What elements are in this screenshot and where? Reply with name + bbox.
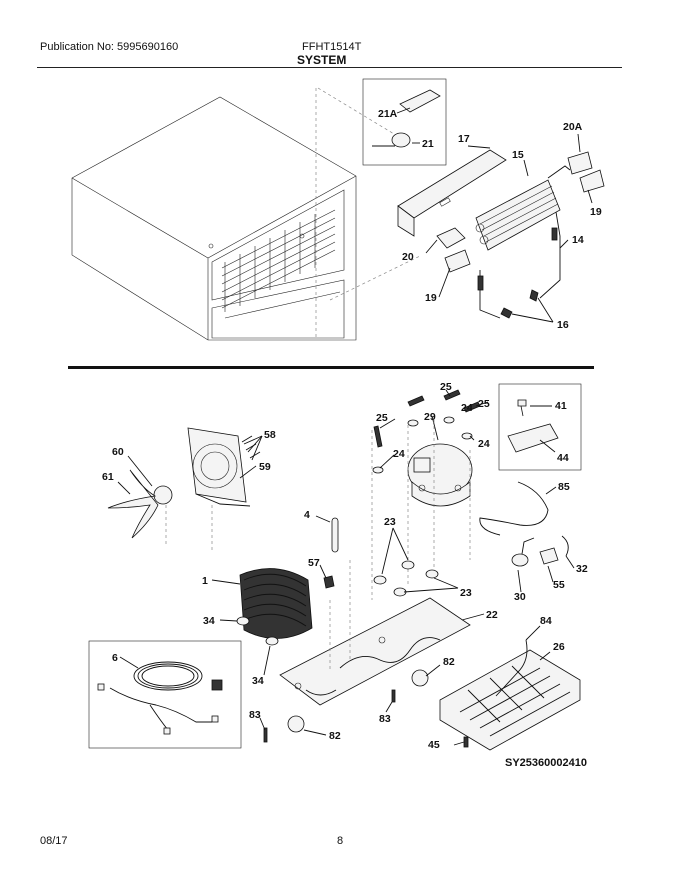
callout-1: 1 xyxy=(202,575,208,587)
callout-29: 29 xyxy=(424,411,436,423)
callout-60: 60 xyxy=(112,446,124,458)
callout-57: 57 xyxy=(308,557,320,569)
section-title: SYSTEM xyxy=(297,53,347,67)
callout-83-left: 83 xyxy=(249,709,261,721)
inset-21-box xyxy=(362,78,447,166)
callout-21: 21 xyxy=(422,138,434,150)
callout-24-top: 24 xyxy=(461,402,473,414)
dryer-and-clip xyxy=(323,517,339,589)
right-small-parts xyxy=(479,481,569,567)
model-number: FFHT1514T xyxy=(302,41,362,53)
callout-61: 61 xyxy=(102,471,114,483)
callout-23-bottom: 23 xyxy=(460,587,472,599)
header-rule xyxy=(37,67,622,68)
cabinet-illustration xyxy=(71,96,357,341)
callout-15: 15 xyxy=(512,149,524,161)
callout-17: 17 xyxy=(458,133,470,145)
condenser-fan-assembly xyxy=(107,427,261,539)
callout-20: 20 xyxy=(402,251,414,263)
callout-25-right: 25 xyxy=(478,398,490,410)
mounting-grommets xyxy=(373,560,439,597)
callout-30: 30 xyxy=(514,591,526,603)
callout-83-right: 83 xyxy=(379,713,391,725)
callout-21a: 21A xyxy=(378,108,398,120)
base-mounting-plate xyxy=(279,597,471,706)
callout-26: 26 xyxy=(553,641,565,653)
callout-45: 45 xyxy=(428,739,440,751)
callout-85: 85 xyxy=(558,481,570,493)
footer-date: 08/17 xyxy=(40,835,68,847)
callout-25-top: 25 xyxy=(440,381,452,393)
publication-number: Publication No: 5995690160 xyxy=(40,41,179,53)
inset-41-44-box xyxy=(498,383,582,471)
callout-58: 58 xyxy=(264,429,276,441)
callout-24-right: 24 xyxy=(478,438,490,450)
callout-4: 4 xyxy=(304,509,310,521)
callout-14: 14 xyxy=(572,234,584,246)
callout-16: 16 xyxy=(557,319,569,331)
page-number: 8 xyxy=(337,835,344,847)
callout-82-right: 82 xyxy=(443,656,455,668)
callout-34-bottom: 34 xyxy=(252,675,264,687)
callout-41: 41 xyxy=(555,400,567,412)
inset-6-box xyxy=(88,640,242,749)
small-hardware xyxy=(263,669,429,743)
section-divider xyxy=(68,366,594,369)
callout-82-bottom: 82 xyxy=(329,730,341,742)
callout-25-left: 25 xyxy=(376,412,388,424)
callout-84: 84 xyxy=(540,615,552,627)
condenser-coil xyxy=(236,568,313,646)
callout-6: 6 xyxy=(112,652,118,664)
diagram-code: SY25360002410 xyxy=(505,757,587,769)
drain-pan-assembly xyxy=(439,639,581,751)
callout-59: 59 xyxy=(259,461,271,473)
callout-44: 44 xyxy=(557,452,569,464)
evaporator-assembly xyxy=(397,149,605,319)
callout-22: 22 xyxy=(486,609,498,621)
callout-34-left: 34 xyxy=(203,615,215,627)
compressor-assembly xyxy=(372,389,481,507)
callout-19-top: 19 xyxy=(590,206,602,218)
callout-32: 32 xyxy=(576,563,588,575)
callout-20a: 20A xyxy=(563,121,583,133)
callout-24-left: 24 xyxy=(393,448,405,460)
callout-55: 55 xyxy=(553,579,565,591)
callout-23-top: 23 xyxy=(384,516,396,528)
callout-19-bottom: 19 xyxy=(425,292,437,304)
